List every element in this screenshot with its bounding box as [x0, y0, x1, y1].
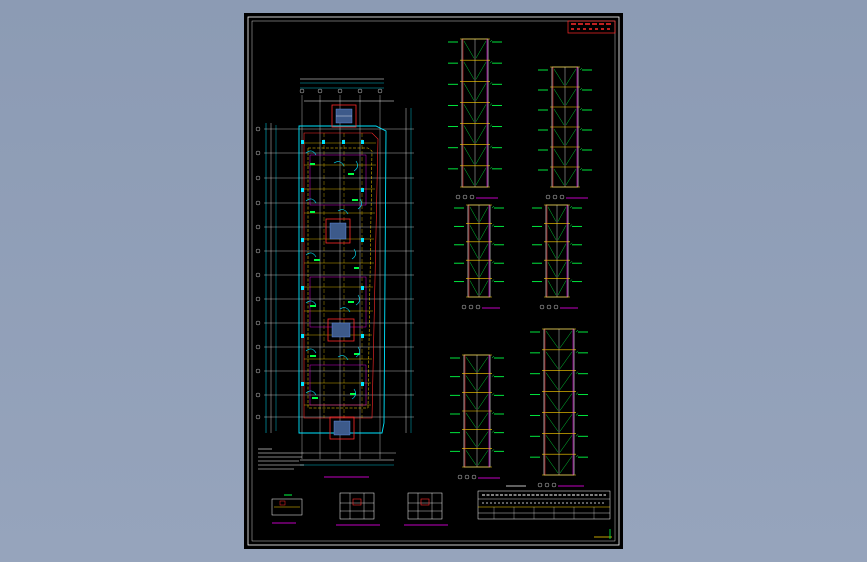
elevation-view-2 [538, 66, 592, 200]
stair-core-bottom [329, 416, 355, 440]
elevation-view-5 [450, 354, 504, 480]
title-block [567, 20, 616, 34]
sheet-border [247, 16, 620, 546]
detail-view-2 [336, 492, 380, 526]
elevation-views [448, 38, 592, 488]
detail-view-1 [271, 494, 303, 524]
plan-notes [258, 448, 304, 470]
elevation-view-4 [532, 204, 582, 310]
notes-table [477, 485, 611, 520]
elevation-view-3 [454, 204, 504, 310]
sheet-inner-border [251, 20, 616, 542]
elevation-view-1 [448, 38, 502, 200]
stair-core-middle-1 [325, 218, 351, 244]
axis-bubble-icon [255, 88, 383, 420]
stair-core-middle-2 [327, 318, 355, 342]
elevation-view-6 [530, 328, 588, 488]
main-floor-plan [255, 78, 414, 478]
stair-core-top [331, 104, 357, 128]
detail-view-3 [404, 492, 448, 526]
drawing-sheet[interactable] [244, 13, 623, 549]
cad-drawing [247, 16, 620, 546]
